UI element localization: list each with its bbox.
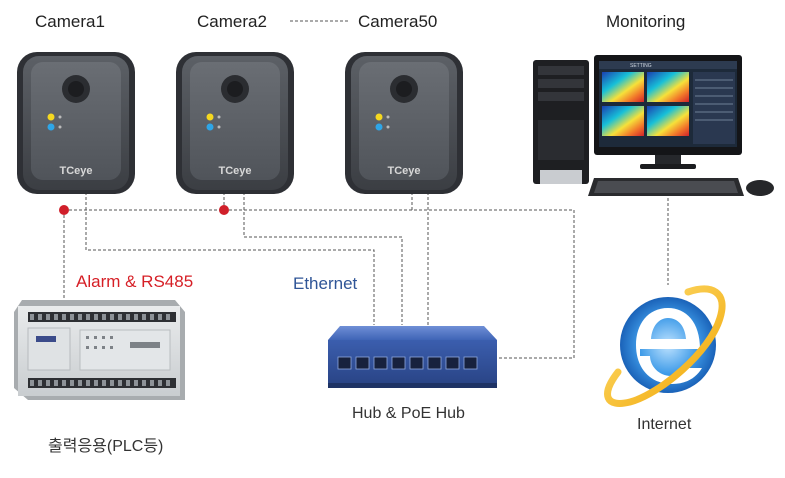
- alarm-junction-dot: [59, 205, 69, 215]
- internet-label: Internet: [637, 416, 692, 433]
- camera2-brand: TCeye: [218, 165, 251, 177]
- rs485-bus-line: [64, 209, 575, 359]
- monitoring-title: Monitoring: [606, 12, 686, 31]
- camera1-title: Camera1: [35, 12, 105, 31]
- plc-device[interactable]: [14, 300, 185, 400]
- internet-explorer-icon[interactable]: [604, 285, 726, 407]
- ethernet-line-cam2: [243, 192, 403, 325]
- monitoring-pc[interactable]: [533, 55, 774, 196]
- hub-device[interactable]: [328, 326, 497, 388]
- camera1-device[interactable]: [17, 52, 135, 194]
- hub-label: Hub & PoE Hub: [352, 405, 465, 422]
- camera1-brand: TCeye: [59, 165, 92, 177]
- camera2-title: Camera2: [197, 12, 267, 31]
- monitor-screen-tab: SETTING: [630, 63, 652, 69]
- camera2-device[interactable]: [176, 52, 294, 194]
- hub-ports: [337, 356, 478, 370]
- ethernet-label: Ethernet: [293, 274, 358, 293]
- mouse: [746, 180, 774, 196]
- ethernet-line-cam1: [85, 192, 375, 325]
- connection-lines: [63, 20, 669, 359]
- camera50-brand: TCeye: [387, 165, 420, 177]
- camera50-device[interactable]: [345, 52, 463, 194]
- plc-label: 출력응용(PLC등): [48, 438, 164, 455]
- alarm-rs485-label: Alarm & RS485: [76, 272, 194, 291]
- alarm-junction-dot: [219, 205, 229, 215]
- camera50-title: Camera50: [358, 12, 438, 31]
